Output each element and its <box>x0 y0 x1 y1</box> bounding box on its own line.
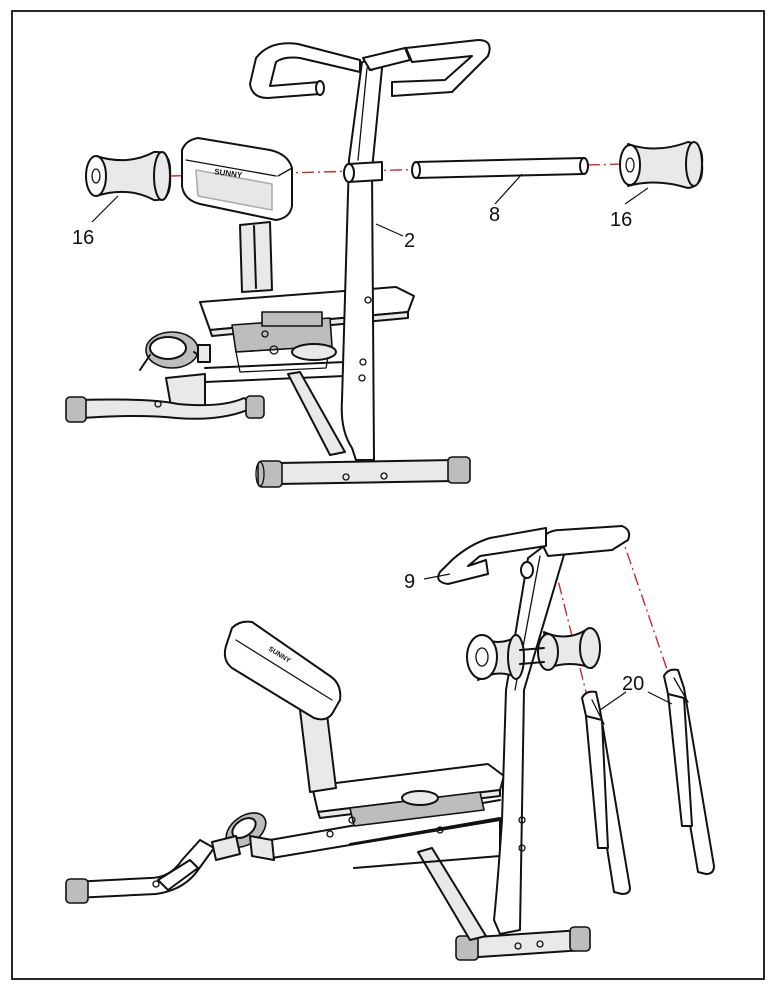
lower-assembly: SUNNY <box>65 525 715 961</box>
upright-frame <box>340 57 384 461</box>
foam-roller-left <box>85 150 172 202</box>
lower-step-pedal <box>311 763 505 838</box>
callout-handles: 20 <box>622 673 644 695</box>
callout-foam-left: 16 <box>72 227 94 249</box>
step-pedal-assembly <box>199 286 415 373</box>
callout-upright-frame: 2 <box>404 230 415 252</box>
handle-right <box>663 668 715 875</box>
leader-handles <box>599 691 673 711</box>
axle-bar <box>411 157 589 179</box>
lower-seat-assembly: SUNNY <box>223 620 342 793</box>
lower-rear-handle-tube <box>65 839 215 904</box>
rear-frame-tube <box>204 361 346 383</box>
leader-upright-frame <box>375 223 404 237</box>
leader-axle-bar <box>494 173 523 205</box>
seat-brand-logo: SUNNY <box>214 167 244 180</box>
resistance-knob <box>139 331 211 371</box>
lower-diagonal-leg <box>417 847 487 941</box>
callout-axle-bar: 8 <box>489 204 500 226</box>
upper-assembly: SUNNY <box>65 39 704 488</box>
rear-handle-tube <box>65 395 265 423</box>
callout-foam-right: 16 <box>610 209 632 231</box>
handle-left <box>581 690 631 895</box>
foam-roller-right <box>619 141 704 189</box>
sheet-border <box>11 10 765 980</box>
leader-handlebar <box>423 573 451 580</box>
lower-resistance-knob <box>211 812 275 861</box>
seat-assembly: SUNNY <box>181 137 293 293</box>
lower-upright-frame <box>493 539 567 935</box>
leader-foam-right <box>624 187 649 205</box>
diagonal-leg <box>287 371 346 456</box>
callout-handlebar: 9 <box>404 571 415 593</box>
front-base-tube <box>255 456 471 488</box>
upright-handlebar <box>249 39 491 99</box>
lower-front-base-tube <box>455 926 591 961</box>
leader-foam-left <box>91 195 119 223</box>
lower-foam-rollers <box>466 627 601 681</box>
lower-handlebar <box>437 525 631 585</box>
alignment-guide-lower-right <box>619 531 671 679</box>
